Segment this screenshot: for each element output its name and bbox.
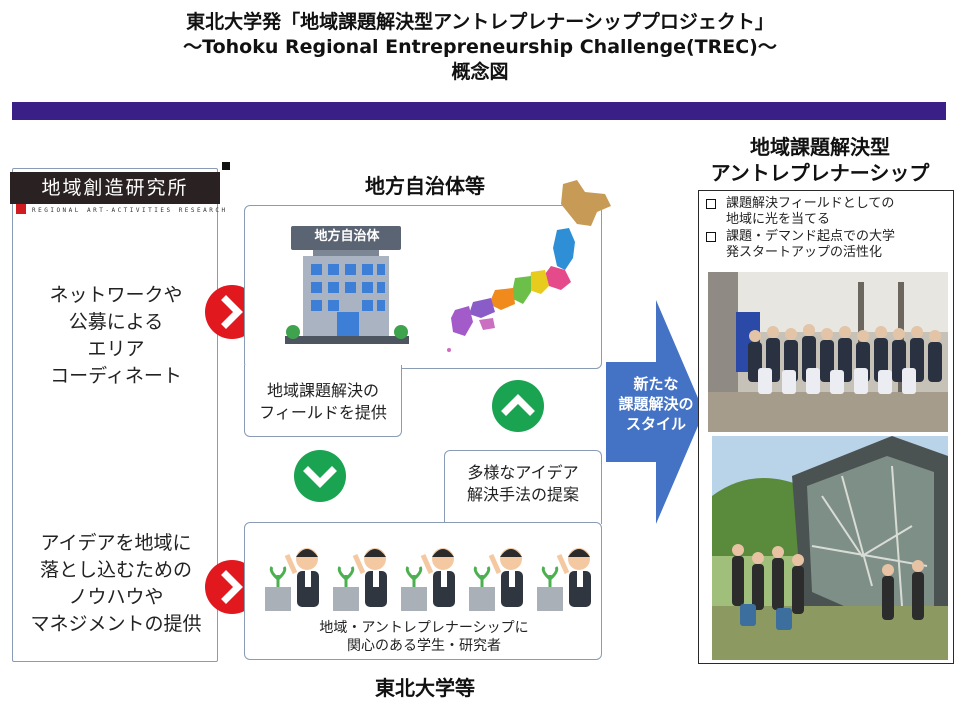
green-chevron-down-icon (294, 450, 346, 502)
arrow-text: 新たな 課題解決の スタイル (618, 375, 694, 433)
japan-map-icon (447, 180, 611, 352)
right-bullets: 課題解決フィールドとしての 地域に光を当てる 課題・デマンド起点での大学 発スタ… (706, 196, 954, 262)
field-provide-box (244, 365, 402, 437)
blue-arrow-right-icon (606, 300, 704, 524)
municipality-heading: 地方自治体等 (365, 174, 485, 198)
building-sign: 地方自治体 (314, 229, 380, 244)
municipality-box: 地方自治体 (244, 180, 611, 369)
logo-name: 地域創造研究所 (41, 177, 189, 199)
green-chevron-up-icon (492, 380, 544, 432)
bullet-item: 課題・デマンド起点での大学 発スタートアップの活性化 (706, 229, 954, 261)
title-line-3: 概念図 (451, 61, 509, 83)
university-heading: 東北大学等 (375, 676, 475, 700)
university-box: 地域・アントレプレナーシップに 関心のある学生・研究者 (244, 522, 602, 660)
field-provide-label: 地域課題解決の フィールドを提供 (259, 381, 387, 422)
logo: 地域創造研究所 REGIONAL ART-ACTIVITIES RESEARCH (10, 162, 230, 216)
students-illustration (265, 531, 595, 621)
outdoor-photo (712, 436, 948, 660)
right-heading: 地域課題解決型 アントレプレナーシップ (710, 135, 930, 185)
ideas-box (444, 450, 602, 524)
logo-red-mark (16, 204, 26, 214)
title-block: 東北大学発「地域課題解決型アントレプレナーシッププロジェクト」 ～Tohoku … (0, 10, 960, 85)
logo-corner-mark (222, 162, 230, 170)
title-rule (12, 102, 946, 120)
logo-subtitle: REGIONAL ART-ACTIVITIES RESEARCH (32, 207, 228, 214)
office-building-icon (285, 226, 409, 344)
left-panel (12, 168, 218, 662)
university-caption: 地域・アントレプレナーシップに 関心のある学生・研究者 (319, 620, 529, 654)
group-photo (708, 272, 948, 432)
left-item-1: ネットワークや 公募による エリア コーディネート (49, 284, 183, 387)
left-item-2: アイデアを地域に 落とし込むための ノウハウや マネジメントの提供 (30, 532, 202, 635)
checkbox-square-icon (706, 199, 716, 209)
ideas-label: 多様なアイデア 解決手法の提案 (466, 463, 579, 504)
title-line-1: 東北大学発「地域課題解決型アントレプレナーシッププロジェクト」 (186, 11, 774, 33)
checkbox-square-icon (706, 232, 716, 242)
title-line-2: ～Tohoku Regional Entrepreneurship Challe… (183, 36, 777, 58)
bullet-item: 課題解決フィールドとしての 地域に光を当てる (706, 196, 954, 228)
